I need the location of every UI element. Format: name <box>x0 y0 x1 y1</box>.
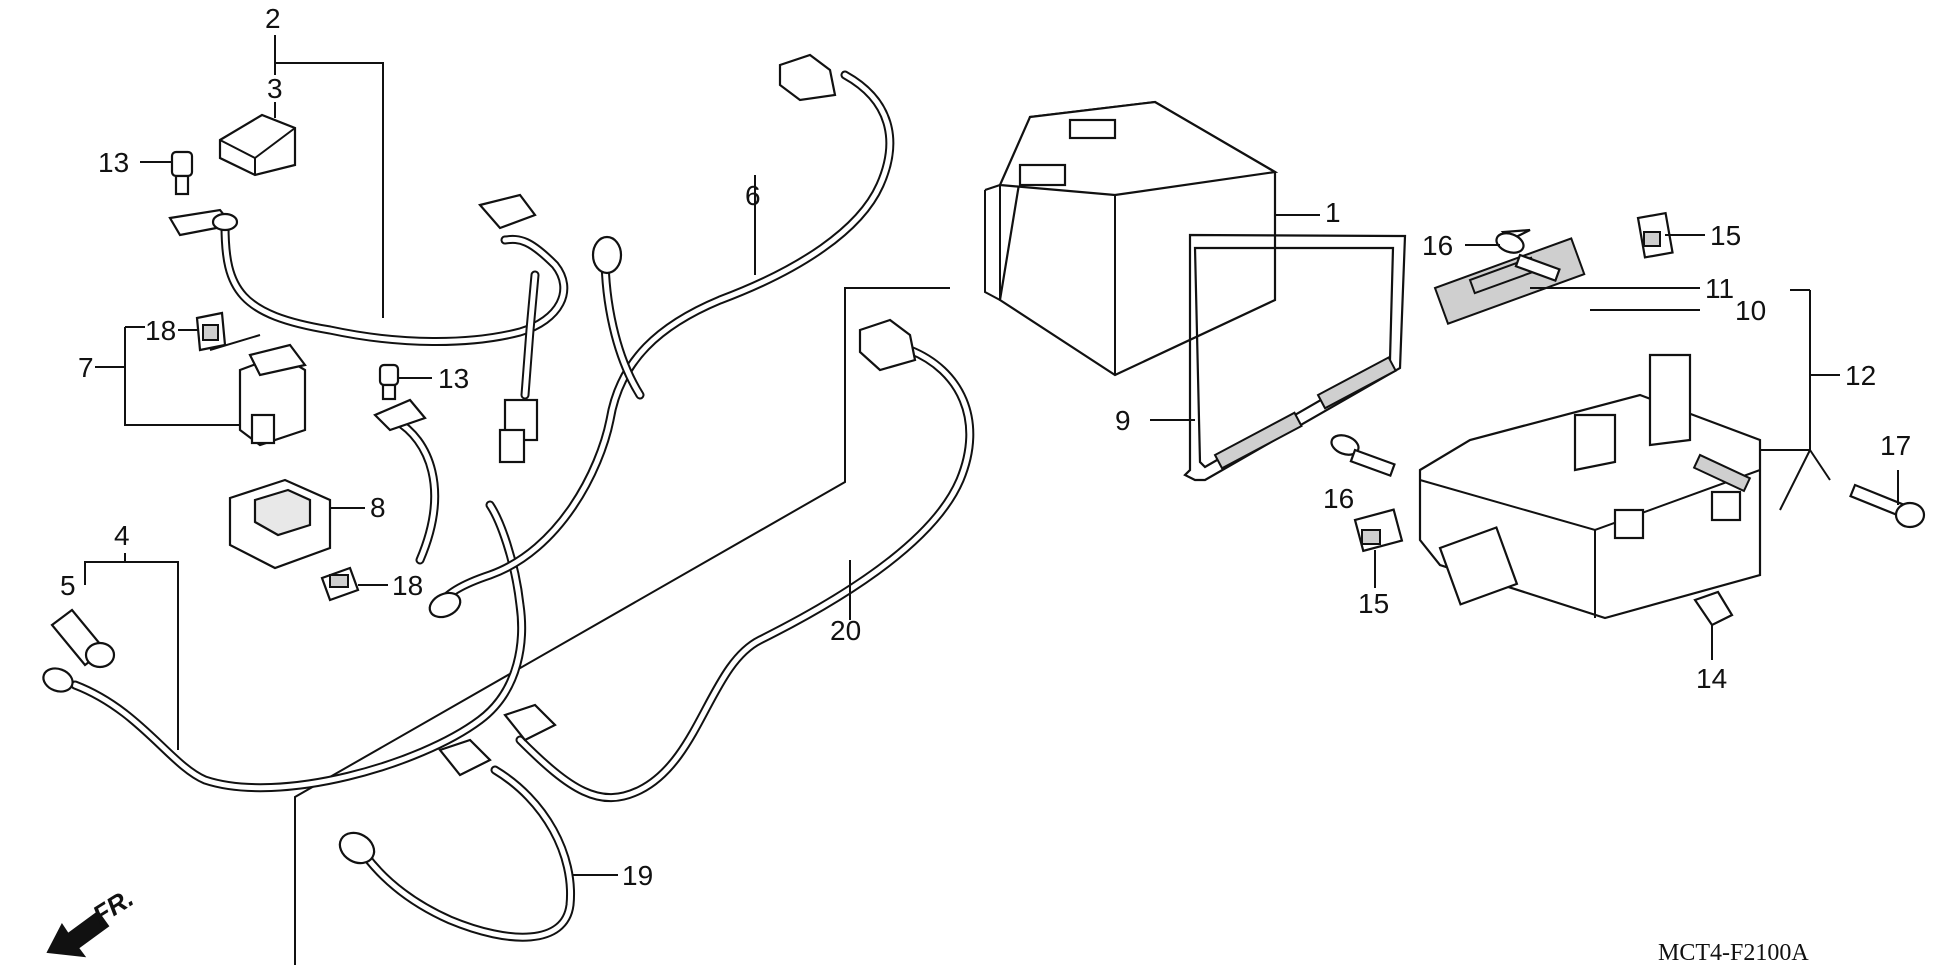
clip-15a[interactable] <box>1636 211 1674 259</box>
callout-17: 17 <box>1880 430 1911 461</box>
callout-15a: 15 <box>1710 220 1741 251</box>
leader-2-bracket <box>274 35 384 318</box>
callout-6: 6 <box>745 180 761 211</box>
callout-16a: 16 <box>1422 230 1453 261</box>
callout-14: 14 <box>1696 663 1727 694</box>
battery-cable-19[interactable] <box>334 738 576 942</box>
callout-8: 8 <box>370 492 386 523</box>
battery-cable-20[interactable] <box>503 318 975 803</box>
bolt-13a[interactable] <box>170 150 194 196</box>
leader-4-bracket <box>84 553 179 750</box>
bolt-13b[interactable] <box>378 363 400 401</box>
battery-cable-4[interactable] <box>40 398 527 793</box>
callout-15b: 15 <box>1358 588 1389 619</box>
battery-rubber-frame[interactable] <box>1183 233 1407 482</box>
bolt-17[interactable] <box>1849 483 1926 529</box>
section-divider-line <box>294 287 950 965</box>
terminal-cap-5[interactable] <box>50 608 116 669</box>
clip-14[interactable] <box>1693 590 1734 627</box>
battery[interactable] <box>984 100 1279 377</box>
clip-15b[interactable] <box>1353 508 1404 553</box>
callout-13b: 13 <box>438 363 469 394</box>
callout-18a: 18 <box>145 315 176 346</box>
front-direction-arrow-icon <box>46 910 110 958</box>
callout-19: 19 <box>622 860 653 891</box>
ground-cable-6[interactable] <box>426 53 895 622</box>
callout-18b: 18 <box>392 570 423 601</box>
callout-7: 7 <box>78 352 94 383</box>
callout-20: 20 <box>830 615 861 646</box>
callout-11: 11 <box>1705 273 1734 304</box>
callout-13a: 13 <box>98 147 129 178</box>
callout-16b: 16 <box>1323 483 1354 514</box>
callout-12: 12 <box>1845 360 1876 391</box>
callout-10: 10 <box>1735 295 1766 326</box>
fuse-18a[interactable] <box>195 311 227 352</box>
callout-9: 9 <box>1115 405 1131 436</box>
starter-relay-7[interactable] <box>209 334 307 447</box>
battery-box[interactable] <box>1418 353 1762 620</box>
leader-12b <box>1779 449 1831 511</box>
sub-harness-2[interactable] <box>168 193 569 464</box>
leader-7-bracket <box>95 326 245 426</box>
relay-holder-8[interactable] <box>228 478 332 570</box>
callout-1: 1 <box>1325 197 1341 228</box>
leader-12 <box>1760 289 1840 451</box>
callout-4: 4 <box>114 520 130 551</box>
terminal-cover-3[interactable] <box>218 113 297 177</box>
callout-5: 5 <box>60 570 76 601</box>
bolt-16a[interactable] <box>1494 228 1561 283</box>
bolt-16b[interactable] <box>1329 432 1396 478</box>
diagram-code: MCT4-F2100A <box>1658 940 1809 965</box>
fuse-18b[interactable] <box>320 566 360 602</box>
callout-2: 2 <box>265 3 281 34</box>
callout-3: 3 <box>267 73 283 104</box>
